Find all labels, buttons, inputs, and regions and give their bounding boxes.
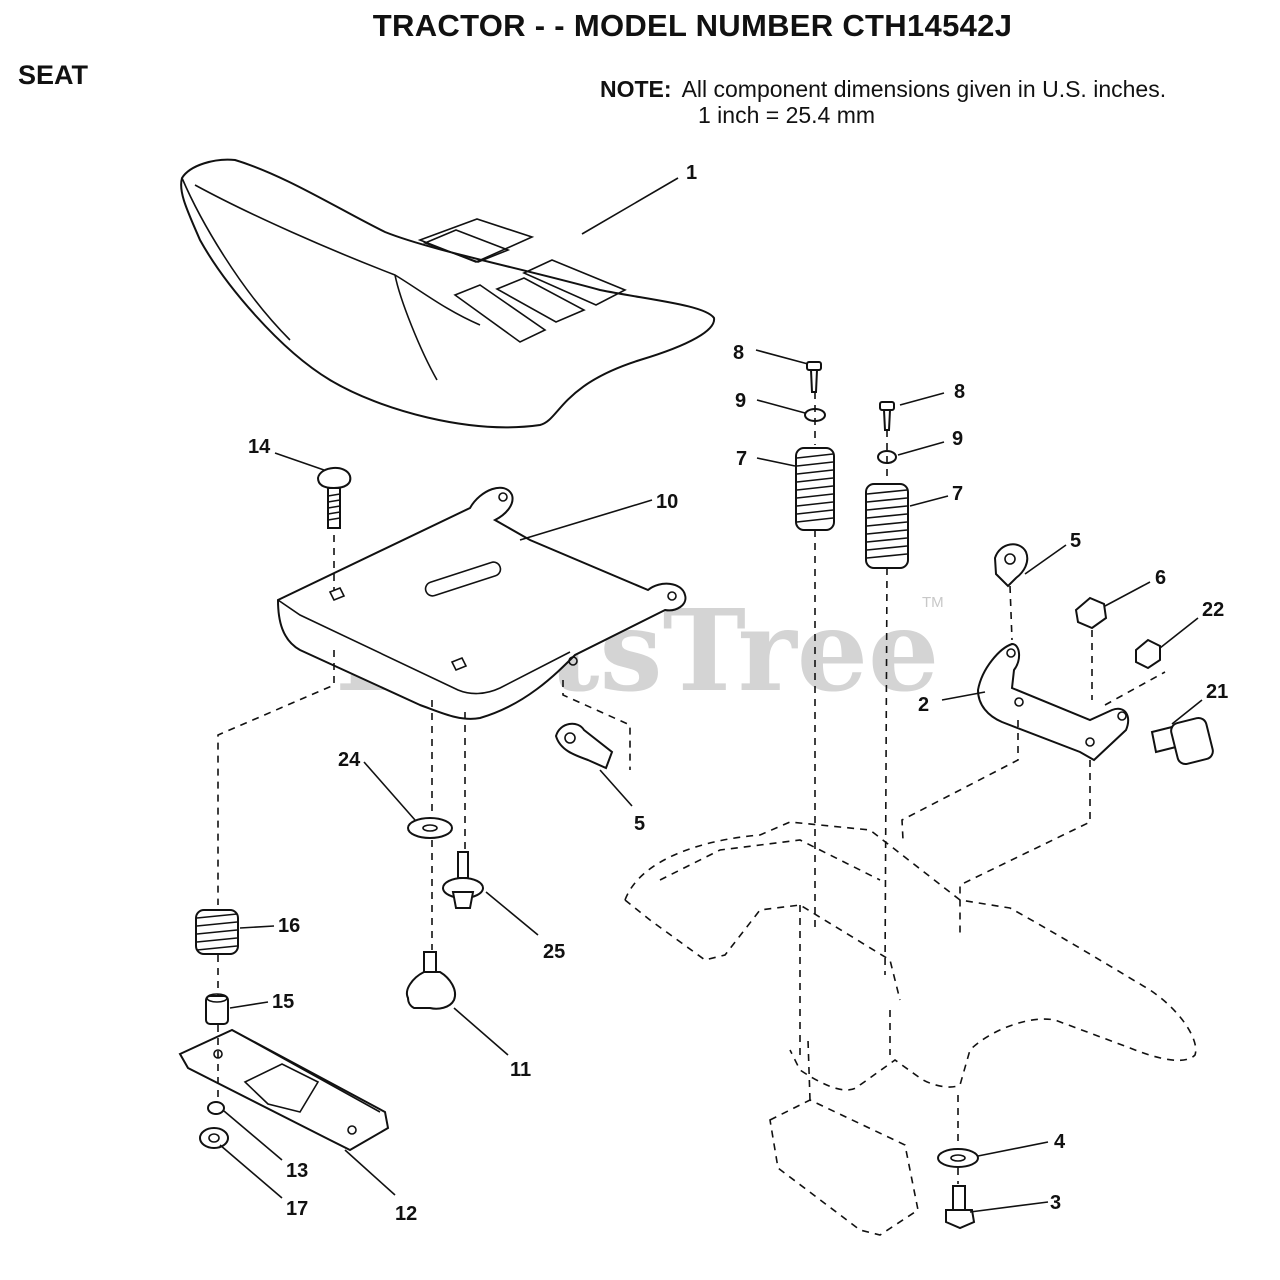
callout-21: 21 [1206,681,1228,703]
hex-nut-part[interactable] [207,1101,225,1115]
callout-5a: 5 [1070,530,1081,552]
seat-part[interactable] [180,158,716,429]
callout-8a: 8 [733,342,744,364]
callout-6: 6 [1155,567,1166,589]
nut-part[interactable] [1074,596,1108,630]
callout-11: 11 [510,1059,531,1081]
hex-bolt-part[interactable] [945,1185,976,1230]
screw-part-a[interactable] [806,361,822,393]
seat-plate-part[interactable] [178,1028,390,1152]
callout-9b: 9 [952,428,963,450]
bracket-part[interactable] [976,642,1130,762]
spring-part-a[interactable] [795,447,835,531]
note-line-2: 1 inch = 25.4 mm [698,102,876,128]
spring-part-b[interactable] [865,483,909,569]
callout-labels: 1 10 14 8 9 7 8 9 7 5 6 22 2 21 5 24 25 … [248,162,1228,1225]
flange-nut-part[interactable] [199,1127,229,1149]
fender-chassis-reference [624,821,1197,1236]
carriage-bolt-part[interactable] [316,467,352,529]
flange-bolt-part[interactable] [442,851,484,909]
callout-14: 14 [248,436,271,458]
page-title: TRACTOR - - MODEL NUMBER CTH14542J [372,8,1013,43]
callout-7a: 7 [736,448,747,470]
compression-spring-part[interactable] [195,909,239,955]
shoulder-bolt-part[interactable] [1150,716,1215,766]
callout-10: 10 [656,491,678,513]
spacer-part[interactable] [205,993,229,1025]
header: TRACTOR - - MODEL NUMBER CTH14542J [0,0,1280,60]
clip-part-lower[interactable] [554,722,614,770]
callout-5b: 5 [634,813,645,835]
large-washer-part[interactable] [937,1148,979,1168]
knob-part[interactable] [406,951,456,1010]
assembly-lines [217,392,1166,1184]
dimension-note: NOTE: All component dimensions given in U… [600,76,1166,128]
callout-1: 1 [686,162,697,184]
section-title: SEAT [18,60,89,90]
callout-25: 25 [543,941,565,963]
seat-pan-part[interactable] [276,274,687,720]
clip-part-upper[interactable] [993,543,1029,588]
callout-3: 3 [1050,1192,1061,1214]
watermark-tm: TM [922,594,944,611]
note-line-1: All component dimensions given in U.S. i… [681,76,1167,102]
callout-2: 2 [918,694,929,716]
callout-22: 22 [1202,599,1224,621]
callout-12: 12 [395,1203,417,1225]
callout-7b: 7 [952,483,963,505]
callout-17: 17 [286,1198,308,1220]
callout-16: 16 [278,915,300,937]
callout-13: 13 [286,1160,308,1182]
flat-washer-part[interactable] [407,817,453,839]
callout-9a: 9 [735,390,746,412]
note-label: NOTE: [600,76,672,102]
screw-part-b[interactable] [879,401,895,431]
callout-4: 4 [1054,1131,1066,1153]
lock-nut-part[interactable] [1135,638,1161,670]
callout-15: 15 [272,991,294,1013]
callout-8b: 8 [954,381,965,403]
callout-24: 24 [338,749,361,771]
leader-lines [219,177,1203,1213]
